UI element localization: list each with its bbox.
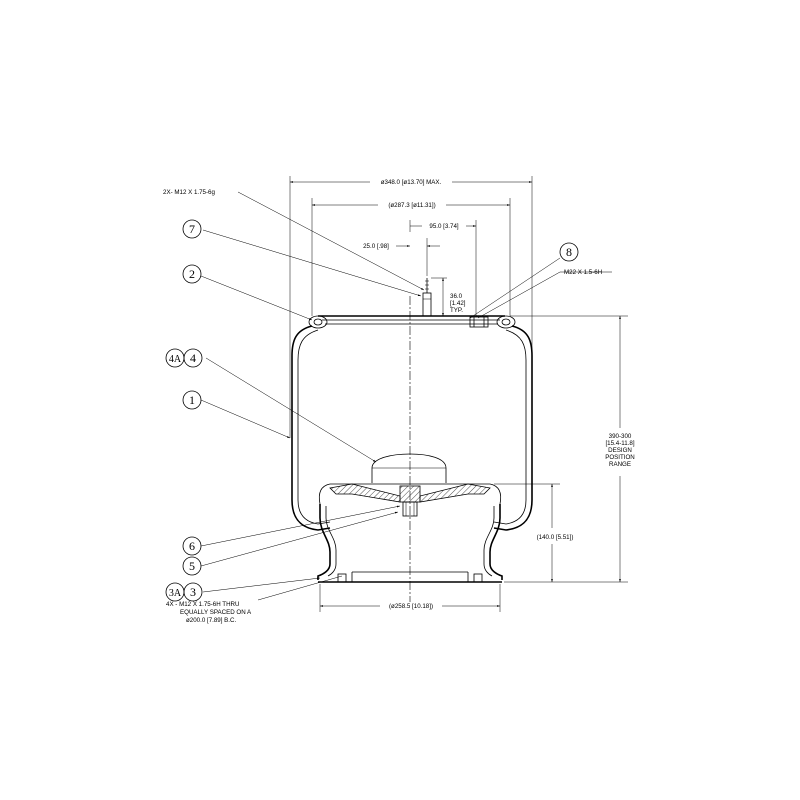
svg-text:8: 8 <box>566 245 572 259</box>
label-top-plate-diameter: (ø287.3 [ø11.31]) <box>388 202 435 209</box>
mounting-stud <box>422 278 432 317</box>
dimension-piston-height <box>494 483 560 582</box>
balloon-5: 5 <box>182 556 202 576</box>
svg-text:4: 4 <box>190 351 196 365</box>
dimension-design-range <box>504 315 628 583</box>
label-stud-height-2: [1.42] <box>450 300 466 307</box>
label-overall-diameter: ø348.0 [ø13.70] MAX. <box>381 179 442 186</box>
dimension-offset-95 <box>409 220 477 316</box>
label-stud-height-3: TYP. <box>450 307 463 314</box>
piston-bolt <box>402 501 418 517</box>
balloon-7: 7 <box>182 219 202 239</box>
label-design-range-2: [15.4-11.8] <box>605 440 634 447</box>
piston-top-section <box>318 483 502 505</box>
bumper <box>371 453 447 483</box>
label-bottom-diameter: (ø258.5 [10.18]) <box>389 603 433 610</box>
label-piston-height: (140.0 [5.51]) <box>537 534 574 541</box>
top-bead-plate <box>308 315 516 329</box>
label-design-range-1: 390-300 <box>609 433 632 440</box>
svg-text:2: 2 <box>189 267 195 281</box>
label-offset-95: 95.0 [3.74] <box>429 223 459 230</box>
label-design-range-5: RANGE <box>609 461 631 468</box>
balloon-1: 1 <box>182 390 202 410</box>
balloon-4: 4 <box>183 348 203 368</box>
rubber-bellows <box>291 325 533 531</box>
label-design-range-3: DESIGN <box>608 447 632 454</box>
svg-text:7: 7 <box>189 222 195 236</box>
note-bottom-holes-1: 4X - M12 X 1.75-6H THRU <box>166 601 239 608</box>
leader-lines <box>200 191 612 601</box>
label-design-range-4: POSITION <box>605 454 635 461</box>
dimension-top-plate-diameter <box>311 198 511 316</box>
svg-text:1: 1 <box>189 393 195 407</box>
balloon-6: 6 <box>182 536 202 556</box>
balloon-8: 8 <box>559 242 579 262</box>
svg-text:6: 6 <box>189 539 195 553</box>
note-top-studs: 2X- M12 X 1.75-6g <box>163 189 215 196</box>
balloon-2: 2 <box>182 264 202 284</box>
svg-text:5: 5 <box>189 559 195 573</box>
label-stud-height-1: 36.0 <box>450 293 463 300</box>
balloon-3a: 3A <box>165 582 185 602</box>
note-air-fitting: M22 X 1.5-6H <box>564 269 602 276</box>
svg-text:3A: 3A <box>169 588 182 599</box>
note-bottom-holes-3: ø200.0 [7.89] B.C. <box>186 617 236 624</box>
label-offset-25: 25.0 [.98] <box>363 243 389 250</box>
balloon-4a: 4A <box>165 348 185 368</box>
piston-body <box>317 504 503 583</box>
dimension-stud-height <box>431 277 447 316</box>
dimension-overall-diameter <box>289 176 533 438</box>
note-bottom-holes-2: EQUALLY SPACED ON A <box>180 609 252 616</box>
svg-text:4A: 4A <box>169 354 182 365</box>
balloon-3: 3 <box>183 582 203 602</box>
dimension-bottom-diameter <box>319 584 501 612</box>
dimension-offset-25 <box>396 238 440 276</box>
svg-text:3: 3 <box>190 585 196 599</box>
